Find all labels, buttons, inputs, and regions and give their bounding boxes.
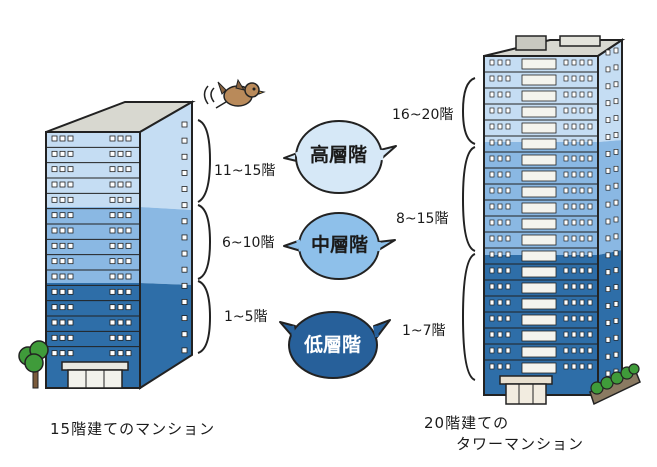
- left-building: [45, 100, 196, 390]
- right-tower-entrance: [499, 375, 553, 405]
- right-tower: [483, 35, 626, 405]
- left-high-range-label: 11~15階: [214, 163, 276, 179]
- left-range-braces: [197, 119, 212, 354]
- left-low-range-label: 1~5階: [224, 309, 268, 325]
- tree-icon: [18, 340, 49, 389]
- left-mid-range-label: 6~10階: [222, 235, 275, 251]
- right-high-range-label: 16~20階: [392, 107, 454, 123]
- sparrow-icon: [203, 78, 266, 109]
- bubble-mid: [283, 212, 396, 280]
- right-tower-caption-line1: 20階建ての: [424, 414, 510, 432]
- left-building-side: [139, 100, 193, 390]
- right-mid-range-label: 8~15階: [396, 211, 449, 227]
- right-tower-floors: [484, 47, 619, 377]
- bubble-high-text: 高層階: [310, 144, 368, 166]
- right-tower-caption-line2: タワーマンション: [456, 435, 585, 453]
- left-building-floors: [46, 121, 188, 357]
- left-building-entrance: [61, 361, 129, 389]
- bubble-low: [279, 311, 391, 379]
- right-low-range-label: 1~7階: [402, 323, 446, 339]
- left-building-caption: 15階建てのマンション: [50, 420, 216, 438]
- bubble-high: [283, 120, 397, 194]
- planter-icon: [589, 363, 641, 406]
- right-range-braces: [461, 77, 476, 381]
- bubble-mid-text: 中層階: [311, 234, 369, 256]
- bubble-low-text: 低層階: [304, 334, 362, 356]
